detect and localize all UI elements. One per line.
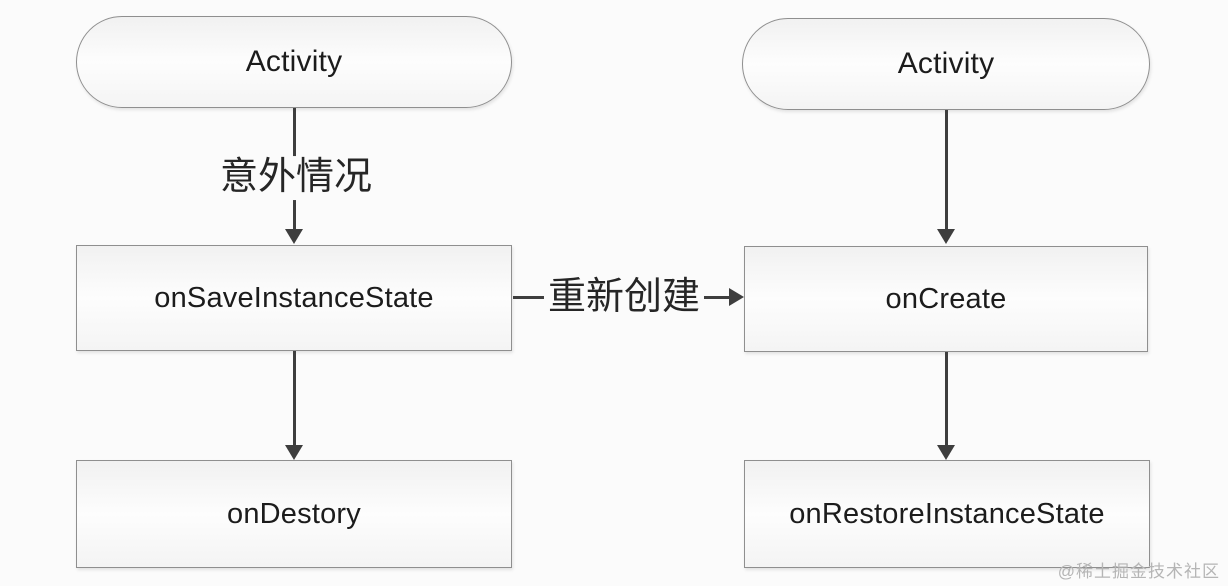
edge-label-recreate: 重新创建	[543, 276, 705, 320]
connector-save-to-destroy-line	[293, 351, 296, 446]
node-on-create-label: onCreate	[885, 282, 1007, 315]
node-activity-left: Activity	[76, 16, 512, 108]
node-on-save-instance-state: onSaveInstanceState	[76, 245, 512, 351]
node-activity-left-label: Activity	[245, 45, 343, 78]
node-on-restore-instance-state-label: onRestoreInstanceState	[789, 497, 1105, 530]
node-activity-right: Activity	[742, 18, 1150, 110]
arrowhead-down-icon	[285, 229, 303, 244]
node-on-save-instance-state-label: onSaveInstanceState	[154, 281, 434, 314]
node-on-restore-instance-state: onRestoreInstanceState	[744, 460, 1150, 568]
node-on-create: onCreate	[744, 246, 1148, 352]
edge-label-unexpected-situation: 意外情况	[215, 156, 377, 200]
watermark: @稀土掘金技术社区	[1057, 562, 1220, 581]
node-on-destory-label: onDestory	[227, 497, 361, 530]
node-activity-right-label: Activity	[897, 47, 995, 80]
arrowhead-down-icon	[937, 229, 955, 244]
arrowhead-down-icon	[285, 445, 303, 460]
node-on-destory: onDestory	[76, 460, 512, 568]
arrowhead-down-icon	[937, 445, 955, 460]
connector-activity-to-create-line	[945, 110, 948, 230]
connector-create-to-restore-line	[945, 352, 948, 446]
arrowhead-right-icon	[729, 288, 744, 306]
